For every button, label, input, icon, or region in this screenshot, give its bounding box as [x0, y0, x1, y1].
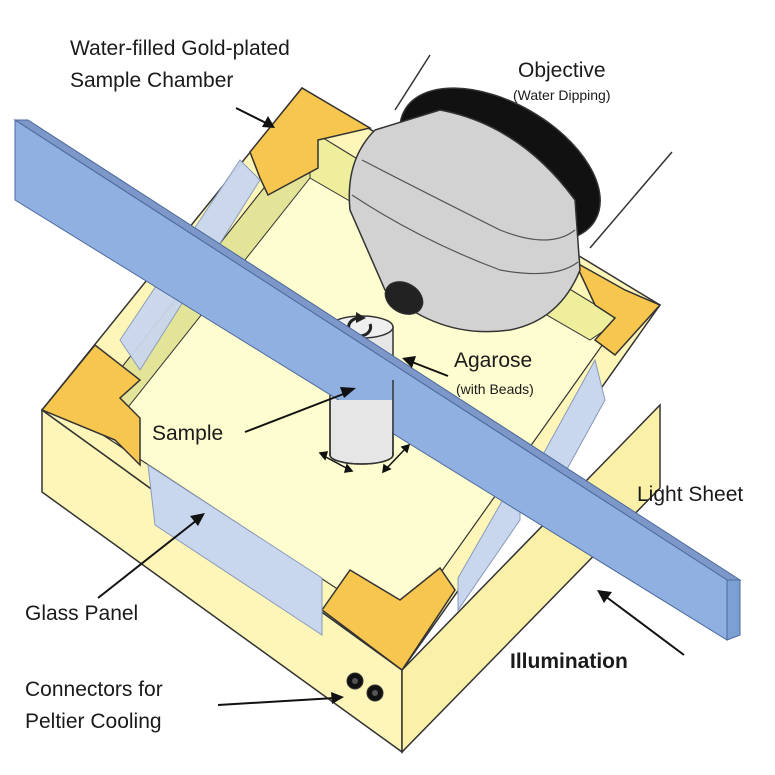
- illumination-arrow: [604, 595, 685, 656]
- glass-panel-front-right: [457, 468, 521, 612]
- objective-body: [348, 109, 581, 333]
- connectors-label-line2: Peltier Cooling: [25, 710, 162, 733]
- objective-title: Objective: [518, 59, 606, 82]
- illumination-label: Illumination: [510, 650, 628, 673]
- objective-subtitle: (Water Dipping): [513, 87, 611, 103]
- translation-arrows: [318, 443, 411, 474]
- connectors-label-line1: Connectors for: [25, 678, 163, 701]
- objective-support-line-left: [394, 54, 431, 111]
- connectors-label-arrow: [217, 697, 336, 706]
- objective-lens: [348, 54, 673, 333]
- glass-panel-label-arrow: [97, 519, 198, 599]
- chamber-label-line2: Sample Chamber: [70, 69, 233, 92]
- light-sheet-label: Light Sheet: [637, 483, 743, 506]
- gold-cap-right: [573, 260, 662, 357]
- agarose-label-arrow: [411, 361, 449, 377]
- agarose-title: Agarose: [454, 349, 532, 372]
- agarose-subtitle: (with Beads): [456, 381, 534, 397]
- glass-panel-label: Glass Panel: [25, 602, 138, 625]
- light-sheet-end-face: [726, 579, 741, 641]
- light-sheet: [13, 119, 742, 641]
- gold-cap-back: [249, 87, 373, 197]
- objective-tip: [384, 281, 424, 315]
- gold-cap-front: [320, 566, 456, 672]
- glass-panel-front-left: [147, 464, 323, 636]
- sample-label: Sample: [152, 422, 223, 445]
- objective-support-line-right: [589, 151, 673, 249]
- chamber-label-line1: Water-filled Gold-plated: [70, 37, 290, 60]
- sample-label-arrow: [244, 392, 347, 433]
- gold-cap-left: [40, 343, 142, 467]
